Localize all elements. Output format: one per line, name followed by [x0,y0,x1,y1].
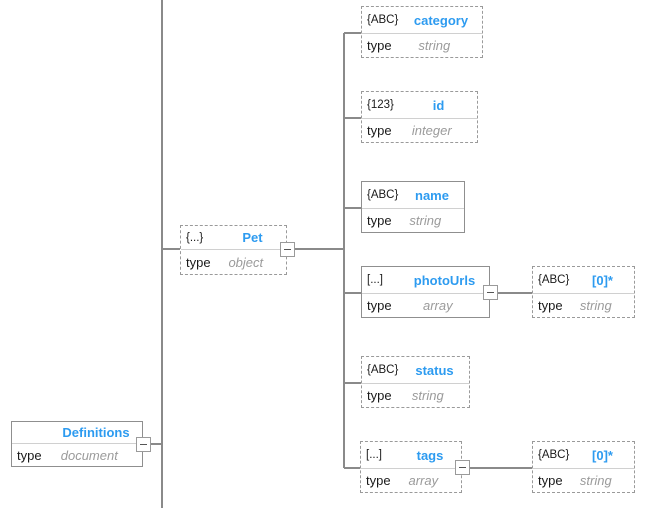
string-type-icon: {ABC} [538,274,570,286]
string-type-icon: {ABC} [367,14,399,26]
type-key-label: type [367,388,392,403]
collapse-minus-icon [140,443,147,446]
connector-line [149,443,162,445]
connector-line [344,382,361,384]
schema-node-name[interactable]: {ABC} name type string [361,181,465,233]
type-value: string [411,388,444,403]
type-value: document [60,447,118,463]
collapse-button-tags[interactable] [455,460,470,475]
schema-node-photourls[interactable]: [...] photoUrls type array [361,266,490,318]
schema-node-definitions[interactable]: Definitions type document [11,421,143,467]
type-value: object [228,254,264,270]
collapse-minus-icon [284,248,291,251]
node-name[interactable]: [0]* [592,447,613,463]
type-value: string [409,213,442,228]
type-value: array [422,298,453,313]
node-name[interactable]: name [415,187,449,203]
connector-line [294,248,344,250]
number-type-icon: {123} [367,99,394,111]
schema-node-photourls-item[interactable]: {ABC} [0]* type string [532,266,635,318]
type-value: string [579,473,612,488]
array-type-icon: [...] [367,274,383,286]
type-key-label: type [367,298,392,313]
collapse-minus-icon [459,466,466,469]
connector-line [497,292,532,294]
schema-node-tags[interactable]: [...] tags type array [360,441,462,493]
schema-node-pet[interactable]: {...} Pet type object [180,225,287,275]
string-type-icon: {ABC} [367,364,399,376]
node-name[interactable]: Definitions [62,425,130,440]
node-name[interactable]: status [415,362,454,378]
type-key-label: type [367,123,392,138]
type-key-label: type [538,473,563,488]
type-value: string [579,298,612,313]
array-type-icon: [...] [366,449,382,461]
node-name[interactable]: Pet [242,230,263,245]
type-key-label: type [367,213,392,228]
type-value: integer [411,123,452,138]
string-type-icon: {ABC} [367,189,399,201]
schema-node-tags-item[interactable]: {ABC} [0]* type string [532,441,635,493]
collapse-button-definitions[interactable] [136,437,151,452]
main-trunk-connector-line [161,0,163,508]
type-key-label: type [366,473,391,488]
node-name[interactable]: tags [416,447,444,463]
schema-node-status[interactable]: {ABC} status type string [361,356,470,408]
schema-node-id[interactable]: {123} id type integer [361,91,478,143]
connector-line [344,467,360,469]
connector-line [344,292,361,294]
string-type-icon: {ABC} [538,449,570,461]
type-key-label: type [538,298,563,313]
node-name[interactable]: photoUrls [413,272,476,288]
connector-line [344,117,361,119]
collapse-minus-icon [487,291,494,294]
connector-line [469,467,532,469]
object-type-icon: {...} [186,231,204,244]
connector-line [344,207,361,209]
type-value: string [418,38,451,53]
connector-line [344,32,361,34]
type-key-label: type [186,254,211,270]
schema-node-category[interactable]: {ABC} category type string [361,6,483,58]
node-name[interactable]: category [413,12,469,28]
type-key-label: type [17,447,42,463]
node-name[interactable]: id [432,97,445,113]
type-key-label: type [367,38,392,53]
collapse-button-photourls[interactable] [483,285,498,300]
connector-line [163,248,180,250]
collapse-button-pet[interactable] [280,242,295,257]
node-name[interactable]: [0]* [592,272,613,288]
type-value: array [408,473,439,488]
children-trunk-connector-line [343,33,345,468]
